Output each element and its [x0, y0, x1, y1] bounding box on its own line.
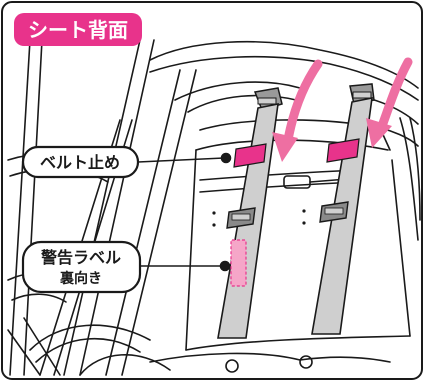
left-strap [217, 87, 283, 339]
arrow-right-head [366, 118, 392, 148]
callout-warning-label-line2: 裏向き [59, 270, 102, 287]
callout-belt-stop-box [21, 145, 140, 179]
rivet-marks [212, 209, 306, 227]
header-title: シート背面 [28, 18, 128, 42]
callout-belt-stop-label: ベルト止め [40, 153, 120, 172]
arrow-left-head [272, 132, 298, 162]
header-badge-bg [14, 13, 142, 46]
callout-warning-label-line1: 警告ラベル [40, 248, 121, 267]
direction-arrows [272, 57, 413, 162]
leader-lines [137, 152, 232, 272]
callout-warning-label: 警告ラベル 裏向き [21, 240, 142, 294]
header-badge: シート背面 [14, 13, 142, 46]
callout-warning-label-box [21, 240, 142, 294]
arrow-right-shaft [377, 57, 413, 131]
right-strap [311, 83, 375, 335]
callout-belt-stop: ベルト止め [21, 145, 140, 179]
warning-label-hidden [230, 239, 247, 287]
right-belt-stop [326, 138, 360, 163]
left-belt-stop [233, 143, 267, 168]
arrow-left-shaft [283, 59, 323, 145]
